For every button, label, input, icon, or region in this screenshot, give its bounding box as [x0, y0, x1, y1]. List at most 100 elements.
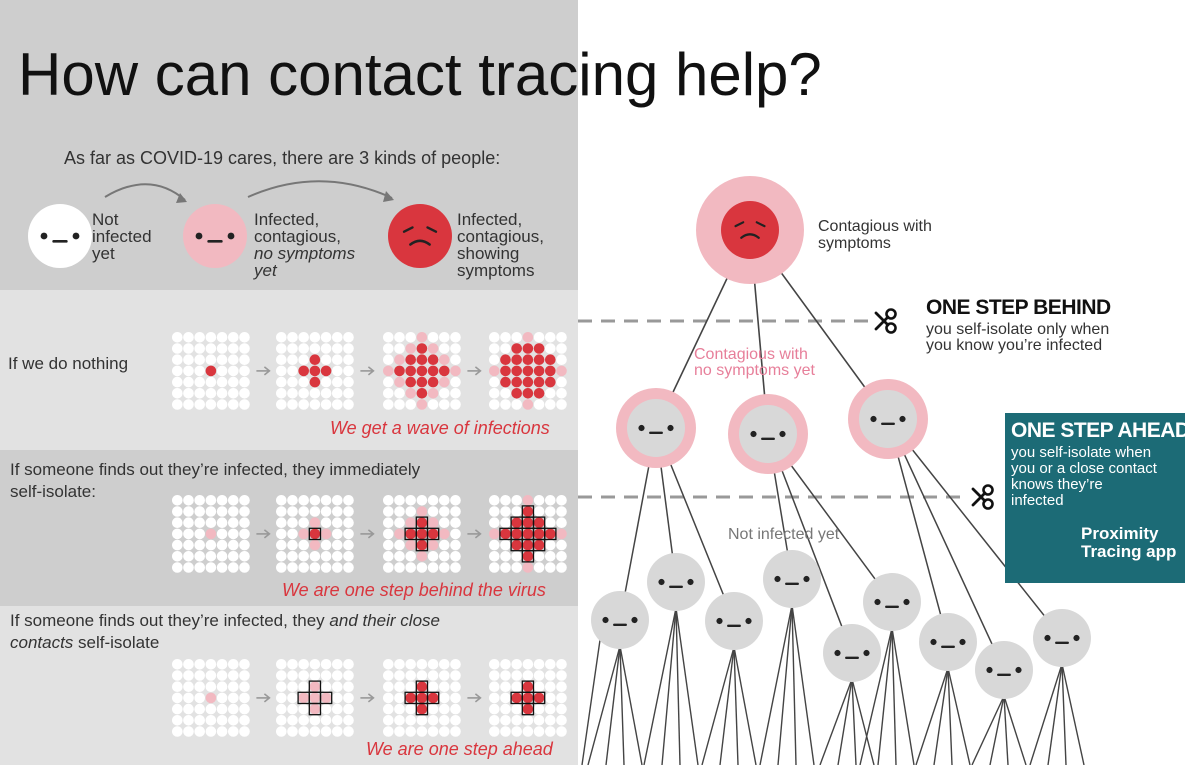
tree-line — [675, 607, 699, 765]
face-eye — [863, 649, 870, 657]
person-dot — [298, 692, 310, 704]
isolation-box — [426, 527, 440, 541]
person-dot — [276, 399, 287, 410]
person-dot — [383, 388, 394, 399]
person-dot — [239, 703, 250, 715]
person-dot — [545, 365, 556, 377]
person-dot — [343, 715, 354, 726]
person-dot — [416, 726, 428, 737]
person-dot — [405, 670, 417, 681]
person-dot — [439, 517, 450, 528]
scissors-blade — [874, 315, 890, 331]
person-dot — [172, 376, 183, 388]
face-not-infected — [975, 641, 1033, 699]
person-dot — [522, 528, 534, 540]
person-dot — [556, 551, 567, 562]
person-dot — [228, 495, 239, 506]
person-dot — [394, 517, 405, 528]
person-dot — [489, 551, 500, 562]
person-dot — [332, 517, 343, 528]
person-dot — [287, 376, 298, 388]
person-dot — [533, 517, 545, 528]
person-dot — [522, 376, 534, 388]
tree-line — [837, 678, 853, 765]
person-dot — [405, 692, 417, 704]
person-dot — [427, 681, 439, 692]
face-contagious — [183, 204, 247, 268]
tree-line — [1047, 663, 1063, 765]
person-dot — [276, 562, 287, 573]
person-dot — [216, 670, 228, 681]
person-dot — [332, 332, 343, 343]
step-arrow-head — [367, 529, 375, 539]
person-dot — [450, 539, 461, 551]
tree-line — [877, 627, 893, 765]
face-eye — [803, 575, 810, 583]
person-dot — [500, 399, 511, 410]
person-dot — [439, 562, 450, 573]
person-dot — [287, 388, 298, 399]
person-dot — [511, 388, 522, 399]
dot-grid — [172, 495, 250, 573]
person-dot — [332, 528, 343, 540]
person-dot — [276, 517, 287, 528]
tree-line: no symptoms yet — [694, 362, 815, 379]
person-dot — [405, 539, 417, 551]
person-dot — [394, 365, 405, 377]
person-dot — [383, 539, 394, 551]
isolation-box — [510, 516, 523, 529]
person-dot — [500, 670, 511, 681]
person-dot — [511, 539, 522, 551]
ahead-line: knows they’re — [1011, 476, 1103, 493]
person-dot — [172, 517, 183, 528]
person-dot — [239, 365, 250, 377]
face-eye — [899, 415, 906, 423]
person-dot — [287, 551, 298, 562]
person-dot — [320, 517, 332, 528]
person-dot — [383, 365, 394, 377]
person-dot — [450, 726, 461, 737]
person-dot — [320, 726, 332, 737]
person-dot — [320, 703, 332, 715]
person-dot — [205, 528, 217, 540]
person-dot — [172, 659, 183, 670]
person-dot — [439, 399, 450, 410]
person-dot — [545, 343, 556, 354]
face-mouth — [409, 239, 431, 246]
person-dot — [545, 670, 556, 681]
tree-label-no-symptoms: Contagious with no symptoms yet — [694, 347, 815, 379]
person-dot — [239, 715, 250, 726]
person-dot — [533, 703, 545, 715]
dot-grid — [276, 332, 354, 410]
person-dot — [172, 539, 183, 551]
face-brow — [755, 221, 766, 228]
person-dot — [533, 681, 545, 692]
face-circle — [975, 641, 1033, 699]
person-dot — [309, 551, 321, 562]
tree-line — [719, 646, 735, 765]
tree-line — [859, 627, 893, 765]
person-dot — [276, 726, 287, 737]
person-dot — [405, 703, 417, 715]
person-dot — [383, 703, 394, 715]
person-dot — [533, 562, 545, 573]
tree-line — [733, 646, 757, 765]
person-dot — [205, 332, 217, 343]
person-dot — [183, 332, 194, 343]
scissors-icon — [874, 308, 897, 334]
person-dot — [205, 726, 217, 737]
person-dot — [556, 388, 567, 399]
person-dot — [205, 703, 217, 715]
person-dot — [332, 365, 343, 377]
behind-text: you self-isolate only when you know you’… — [926, 322, 1109, 354]
person-dot — [416, 551, 428, 562]
person-dot — [545, 388, 556, 399]
person-dot — [511, 715, 522, 726]
person-dot — [533, 399, 545, 410]
face-eye — [40, 232, 48, 240]
person-dot — [511, 528, 522, 540]
person-dot — [228, 506, 239, 517]
person-dot — [287, 332, 298, 343]
person-dot — [556, 692, 567, 704]
person-dot — [194, 715, 205, 726]
